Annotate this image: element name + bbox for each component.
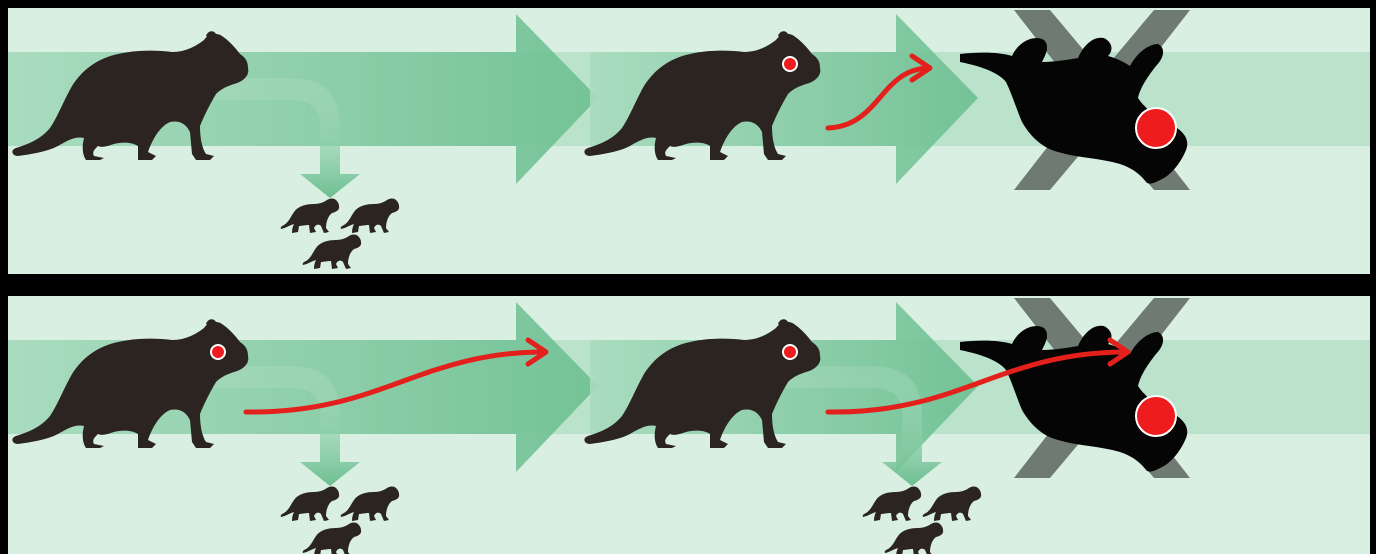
facial-tumour-icon — [1135, 107, 1177, 149]
panel-2 — [8, 296, 1370, 554]
transmission-arrow-icon — [825, 65, 931, 131]
facial-tumour-icon — [782, 344, 798, 360]
transmission-arrowhead — [1107, 337, 1131, 367]
transmission-arrowhead — [909, 53, 933, 83]
transmission-arrowhead — [525, 337, 549, 367]
facial-tumour-icon — [1135, 395, 1177, 437]
facial-tumour-icon — [210, 344, 226, 360]
transmission-arrow-icon — [825, 349, 1129, 415]
offspring-arrow-icon — [180, 366, 360, 486]
facial-tumour-icon — [782, 56, 798, 72]
panel-1 — [8, 8, 1370, 274]
transmission-arrow-icon — [243, 349, 547, 415]
offspring-arrow-icon — [180, 78, 360, 198]
offspring-arrow-icon — [762, 366, 942, 486]
